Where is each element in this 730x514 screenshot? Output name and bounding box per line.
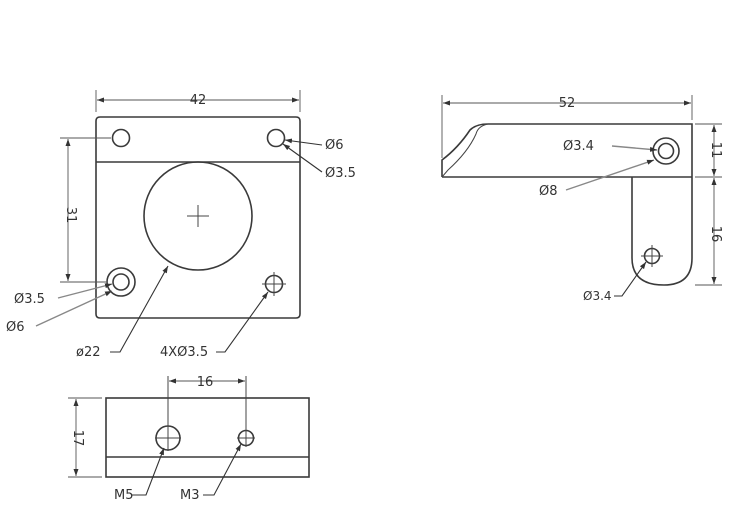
front-hole-top-right [266, 128, 286, 148]
side-view: 52 11 16 Ø3.4 Ø8 Ø3.4 [441, 95, 723, 303]
front-center-bore-label: ø22 [76, 345, 101, 360]
side-lower-height-dim: 16 [708, 226, 723, 243]
bottom-view: 16 17 M5 M3 [68, 375, 310, 503]
front-view: 42 31 Ø6 Ø3.5 Ø3.5 Ø6 ø22 4XØ3.5 [6, 90, 356, 360]
front-hole-top-left [111, 128, 131, 148]
bottom-block-outline [105, 397, 310, 478]
side-counterbore-label: Ø8 [539, 184, 558, 199]
front-plate-outline [95, 116, 301, 319]
front-hole-bottom-left-outer-label: Ø6 [6, 320, 25, 335]
bottom-height-dim: 17 [70, 430, 85, 447]
front-hole-top-right-inner-label: Ø3.5 [325, 166, 356, 181]
side-bracket-outline [441, 123, 693, 286]
bottom-thread-small-label: M3 [180, 488, 200, 503]
side-upper-hole-outer [652, 137, 680, 165]
front-height-dim: 31 [63, 207, 78, 224]
front-hole-bottom-left-inner-label: Ø3.5 [14, 292, 45, 307]
front-hole-pattern-label: 4XØ3.5 [160, 345, 208, 360]
side-upper-hole-label: Ø3.4 [563, 139, 594, 154]
front-hole-bottom-left-inner [112, 273, 130, 291]
bottom-thread-large-label: M5 [114, 488, 134, 503]
front-center-bore [143, 161, 253, 271]
front-width-dim: 42 [190, 93, 207, 108]
bottom-spacing-dim: 16 [197, 375, 214, 390]
side-upper-hole-inner [657, 142, 675, 160]
front-hole-bottom-left-outer [106, 267, 136, 297]
front-hole-top-right-outer-label: Ø6 [325, 138, 344, 153]
side-lower-hole-label: Ø3.4 [583, 289, 612, 303]
side-upper-height-dim: 11 [708, 142, 723, 159]
side-width-dim: 52 [559, 96, 576, 111]
